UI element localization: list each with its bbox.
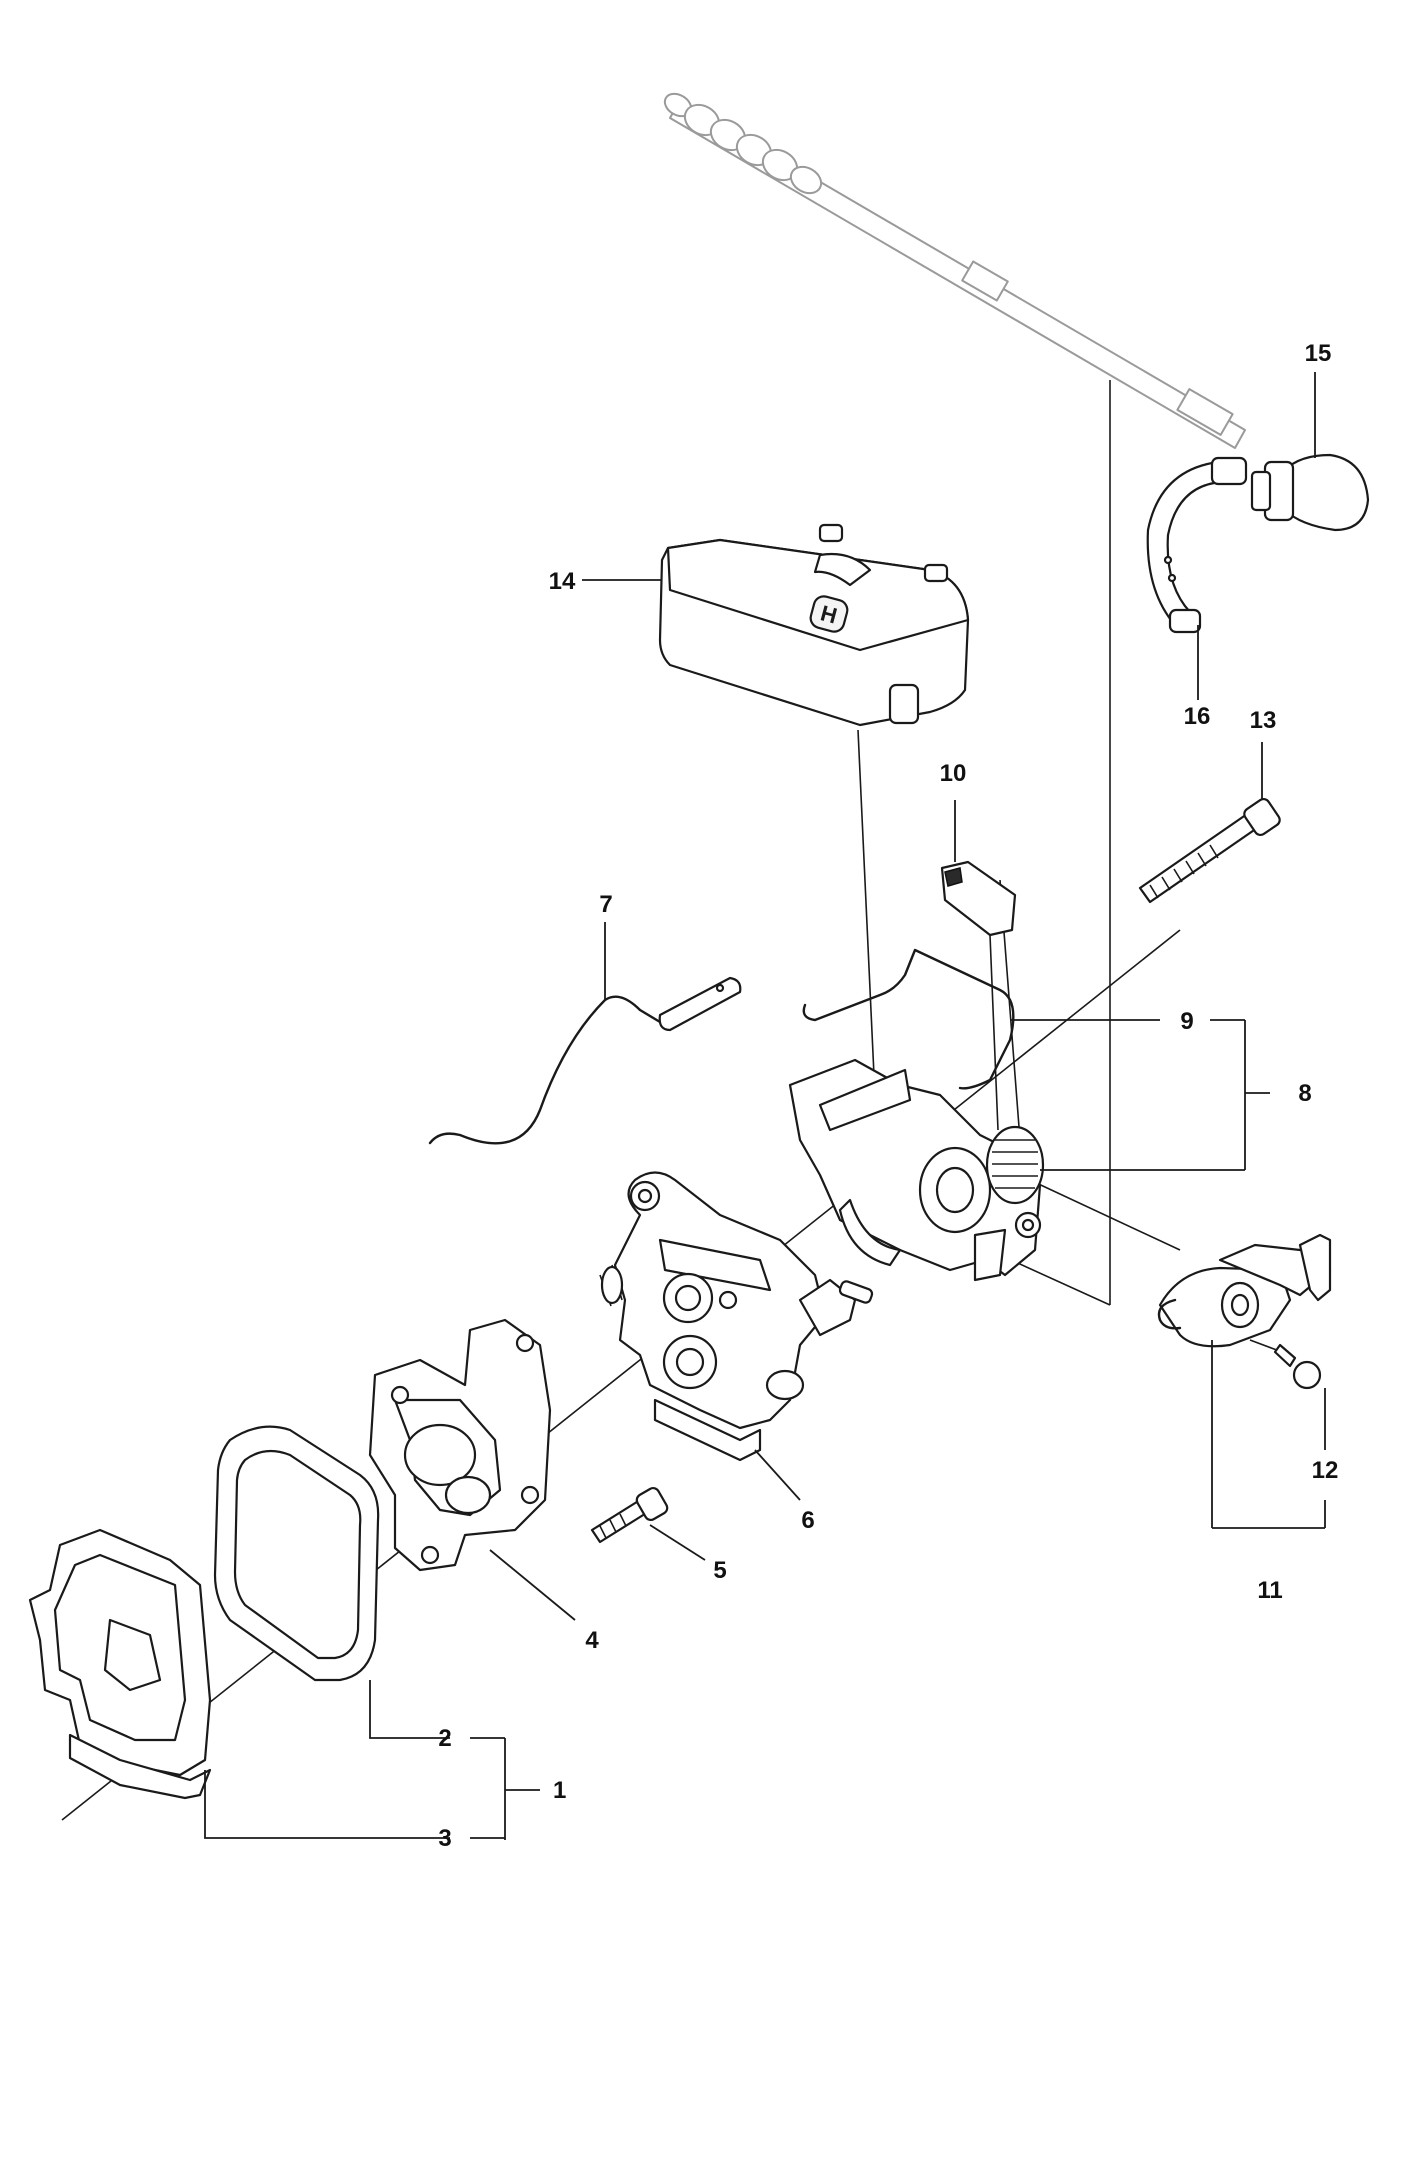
callout-15: 15 <box>1305 340 1332 367</box>
callout-10: 10 <box>940 760 967 787</box>
wire-spring <box>802 948 1270 1170</box>
callout-4: 4 <box>585 1627 599 1654</box>
primer-bulb <box>1250 372 1370 532</box>
choke-rod <box>428 922 742 1145</box>
throttle-rod-ghost <box>663 92 1246 449</box>
callout-1: 1 <box>553 1777 566 1804</box>
callout-3: 3 <box>438 1825 451 1852</box>
flange-screw <box>590 1486 706 1561</box>
svg-text:H: H <box>818 600 840 628</box>
fuel-hose <box>1146 456 1248 700</box>
callout-14: 14 <box>549 568 576 595</box>
callout-2: 2 <box>438 1725 451 1752</box>
callout-labels: 1 2 3 4 5 6 7 8 9 10 11 12 13 14 15 16 <box>438 340 1338 1852</box>
carburetor <box>599 1171 874 1501</box>
intake-flange <box>368 1318 576 1621</box>
carburetor-bracket <box>788 1058 1245 1282</box>
small-screw <box>1273 1343 1326 1450</box>
callout-8: 8 <box>1298 1080 1311 1107</box>
filter-seal <box>213 1425 540 1840</box>
long-screw <box>1138 742 1281 904</box>
throttle-lever <box>1157 1233 1332 1529</box>
callout-12: 12 <box>1312 1457 1339 1484</box>
callout-13: 13 <box>1250 707 1277 734</box>
filter-housing <box>28 1528 505 1839</box>
assembly-axis-lines <box>61 380 1291 1821</box>
callout-5: 5 <box>713 1557 726 1584</box>
air-filter-cover: H <box>582 523 970 727</box>
callout-6: 6 <box>801 1507 814 1534</box>
callout-11: 11 <box>1257 1577 1282 1604</box>
callout-9: 9 <box>1180 1008 1193 1035</box>
callout-7: 7 <box>599 891 612 918</box>
callout-16: 16 <box>1184 703 1211 730</box>
clip <box>940 800 1017 1131</box>
